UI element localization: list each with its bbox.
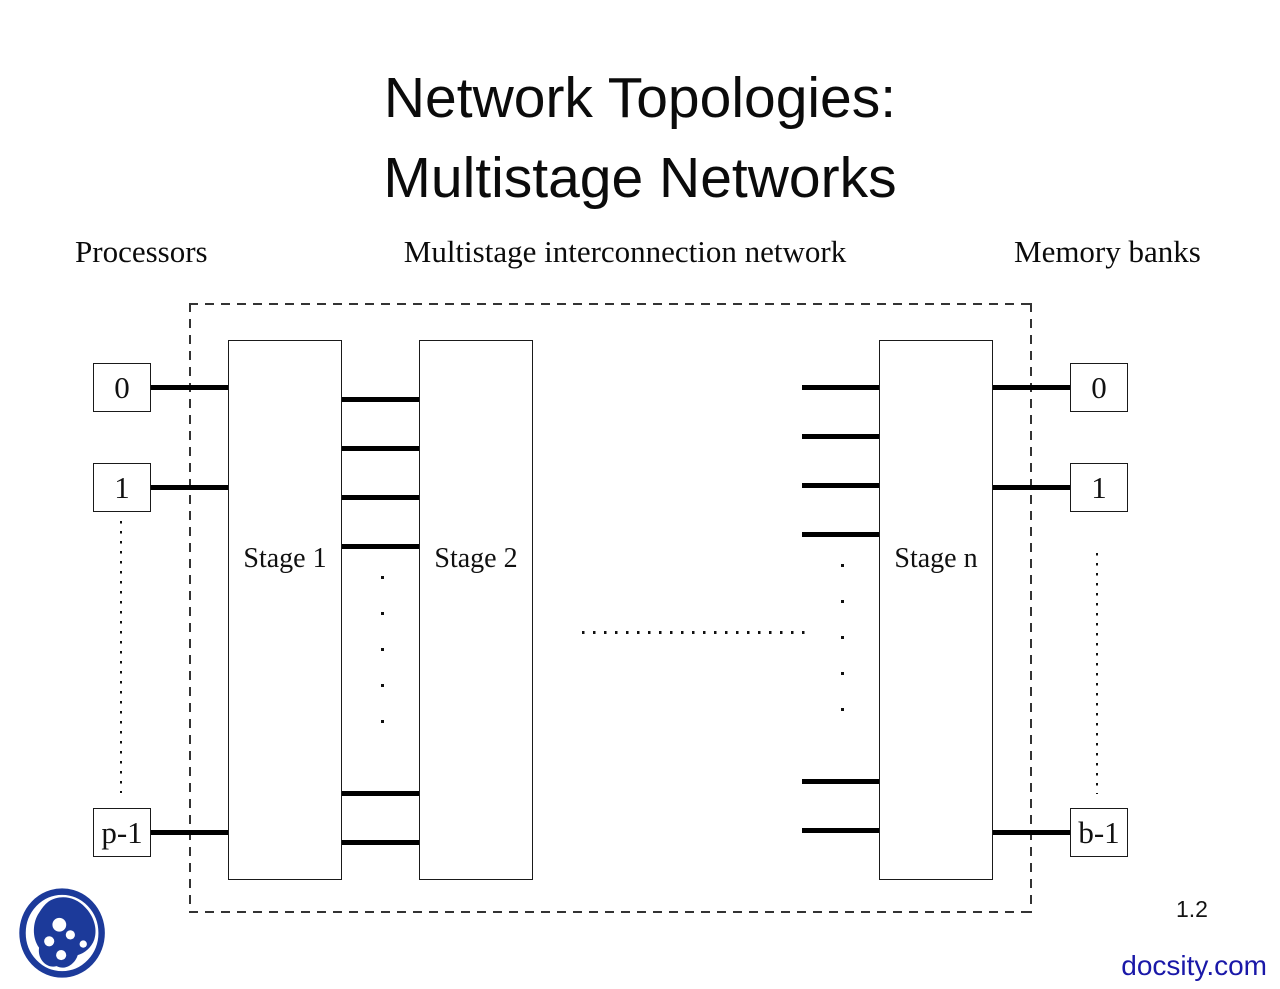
ellipsis-dots-horizontal [582, 631, 808, 634]
stage-box-2: Stage 2 [419, 340, 533, 880]
connector-line [342, 840, 419, 845]
title-line-2: Multistage Networks [383, 146, 897, 210]
connector-line [151, 830, 228, 835]
stage-box-1: Stage 1 [228, 340, 342, 880]
connector-line [342, 495, 419, 500]
label-memory-banks: Memory banks [1014, 234, 1201, 269]
processor-box-label: p-1 [101, 814, 143, 850]
memory-box-1: 1 [1070, 463, 1128, 512]
stage-box-n: Stage n [879, 340, 993, 880]
processor-box-label: 1 [114, 469, 130, 505]
stage-label: Stage n [894, 543, 978, 574]
ellipsis-dots-vertical [1096, 553, 1098, 794]
title-line-1: Network Topologies: [383, 66, 897, 130]
memory-box-label: b-1 [1078, 814, 1120, 850]
label-multistage-network: Multistage interconnection network [403, 234, 847, 269]
memory-box-0: 0 [1070, 363, 1128, 412]
page-title: Network Topologies: Multistage Networks [0, 58, 1280, 218]
connector-line [802, 532, 879, 537]
ellipsis-dots-vertical [120, 521, 122, 793]
processor-box-label: 0 [114, 369, 130, 405]
label-processors: Processors [75, 234, 208, 269]
processor-box-1: 1 [93, 463, 151, 512]
processor-box-p-1: p-1 [93, 808, 151, 857]
stage-label: Stage 1 [243, 543, 327, 574]
connector-line [342, 397, 419, 402]
docsity-link[interactable]: docsity.com [1121, 950, 1267, 981]
memory-box-label: 1 [1091, 469, 1107, 505]
connector-line [151, 485, 228, 490]
memory-box-label: 0 [1091, 369, 1107, 405]
processor-box-0: 0 [93, 363, 151, 412]
ellipsis-dots-vertical [841, 564, 844, 736]
connector-line [151, 385, 228, 390]
page-number: 1.2 [1176, 896, 1208, 922]
connector-line [802, 779, 879, 784]
connector-line [802, 828, 879, 833]
connector-line [993, 830, 1070, 835]
connector-line [342, 544, 419, 549]
stage-label: Stage 2 [434, 543, 518, 574]
connector-line [993, 485, 1070, 490]
ellipsis-dots-vertical [381, 576, 384, 723]
connector-line [993, 385, 1070, 390]
connector-line [342, 446, 419, 451]
connector-line [342, 791, 419, 796]
connector-line [802, 483, 879, 488]
docsity-logo-icon[interactable] [17, 884, 109, 982]
memory-box-b-1: b-1 [1070, 808, 1128, 857]
connector-line [802, 385, 879, 390]
connector-line [802, 434, 879, 439]
